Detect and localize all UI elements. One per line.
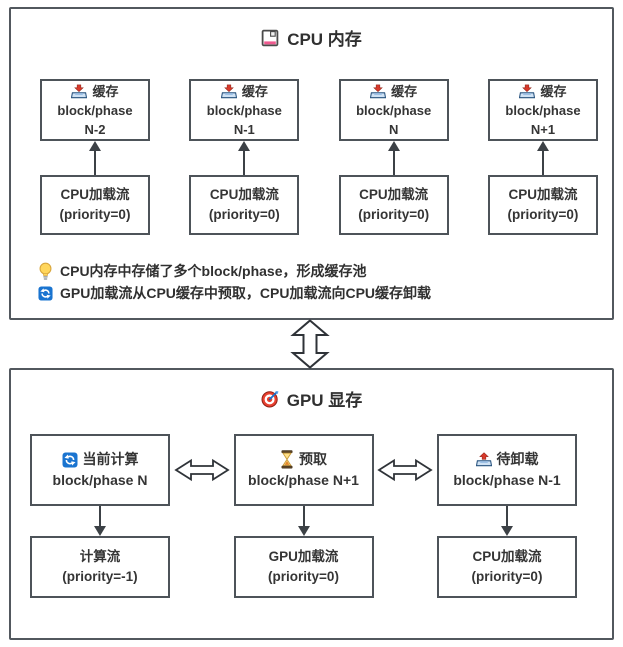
prefetch-box: 预取 block/phase N+1 bbox=[233, 434, 374, 506]
cache-box-label-line: 缓存 bbox=[370, 82, 417, 101]
cache-box-label-line: 缓存 bbox=[519, 82, 566, 101]
sync-icon bbox=[38, 285, 53, 301]
cpu-load-stream-box-3: CPU加载流 (priority=0) bbox=[338, 175, 449, 235]
floppy-disk-icon bbox=[261, 29, 279, 46]
gpu-panel-title-text: GPU 显存 bbox=[286, 391, 363, 410]
gpu-box-line2: block/phase N-1 bbox=[453, 472, 561, 488]
cache-label: 缓存 bbox=[241, 83, 268, 99]
dartboard-icon bbox=[261, 390, 279, 407]
cache-line3: N bbox=[388, 121, 399, 137]
double-arrow-icon bbox=[174, 458, 230, 482]
stream-line1: 计算流 bbox=[79, 549, 121, 564]
up-arrow bbox=[89, 141, 101, 175]
gpu-exchange-arrow-right bbox=[374, 458, 438, 482]
note-text: GPU加载流从CPU缓存中预取，CPU加载流向CPU缓存卸载 bbox=[60, 285, 432, 301]
note-cache-pool: CPU内存中存储了多个block/phase，形成缓存池 bbox=[38, 261, 612, 281]
gpu-column-current: 当前计算 block/phase N 计算流 (priority=-1) bbox=[30, 434, 170, 598]
stream-line2: (priority=0) bbox=[59, 207, 131, 222]
note-prefetch-offload: GPU加载流从CPU缓存中预取，CPU加载流向CPU缓存卸载 bbox=[38, 283, 612, 303]
stream-line1: CPU加载流 bbox=[60, 187, 130, 202]
gpu-box-label-line: 待卸载 bbox=[475, 449, 539, 470]
cache-label: 缓存 bbox=[92, 83, 119, 99]
cache-box-label-line: 缓存 bbox=[71, 82, 119, 101]
cache-line2: block/phase bbox=[356, 102, 432, 118]
cpu-load-stream-box: CPU加载流 (priority=0) bbox=[437, 536, 577, 598]
cache-line3: N-2 bbox=[84, 121, 106, 137]
gpu-box-label: 待卸载 bbox=[496, 451, 539, 467]
compute-stream-box: 计算流 (priority=-1) bbox=[30, 536, 170, 598]
note-text: CPU内存中存储了多个block/phase，形成缓存池 bbox=[60, 263, 367, 279]
cache-line2: block/phase bbox=[57, 102, 133, 118]
cpu-columns-row: 缓存 block/phase N-2 CPU加载流 (priority=0) bbox=[11, 79, 612, 235]
cpu-gpu-transfer-arrow bbox=[290, 319, 330, 369]
stream-line1: CPU加载流 bbox=[209, 187, 279, 202]
cache-line3: N+1 bbox=[530, 121, 556, 137]
stream-line2: (priority=0) bbox=[471, 569, 543, 584]
cache-box-n-plus-1: 缓存 block/phase N+1 bbox=[487, 79, 598, 141]
down-arrow bbox=[501, 506, 513, 536]
sync-icon bbox=[62, 452, 77, 467]
gpu-panel-title: GPU 显存 bbox=[11, 386, 612, 411]
gpu-box-label: 当前计算 bbox=[82, 451, 139, 467]
cache-line3: N-1 bbox=[233, 121, 255, 137]
inbox-tray-icon bbox=[370, 84, 387, 98]
outbox-tray-icon bbox=[475, 452, 492, 467]
inbox-tray-icon bbox=[71, 84, 88, 98]
gpu-columns-row: 当前计算 block/phase N 计算流 (priority=-1) bbox=[11, 434, 612, 598]
stream-line2: (priority=0) bbox=[268, 569, 339, 584]
cpu-load-stream-box-1: CPU加载流 (priority=0) bbox=[40, 175, 150, 235]
cpu-load-stream-box-2: CPU加载流 (priority=0) bbox=[189, 175, 300, 235]
up-arrow bbox=[238, 141, 251, 175]
gpu-column-unload: 待卸载 block/phase N-1 CPU加载流 (priority=0) bbox=[437, 434, 577, 598]
cache-box-n: 缓存 block/phase N bbox=[338, 79, 449, 141]
inbox-tray-icon bbox=[519, 84, 536, 98]
down-arrow bbox=[94, 506, 106, 536]
stream-line2: (priority=0) bbox=[358, 207, 430, 222]
gpu-box-line2: block/phase N+1 bbox=[248, 472, 359, 488]
gpu-box-line2: block/phase N bbox=[52, 472, 148, 488]
gpu-box-label: 预取 bbox=[299, 451, 327, 467]
gpu-box-label-line: 预取 bbox=[280, 449, 327, 470]
gpu-memory-panel: GPU 显存 当前计算 block/phase N bbox=[9, 368, 614, 640]
cache-box-label-line: 缓存 bbox=[220, 82, 268, 101]
cpu-column-1: 缓存 block/phase N-2 CPU加载流 (priority=0) bbox=[40, 79, 150, 235]
double-arrow-icon bbox=[377, 458, 433, 482]
current-compute-box: 当前计算 block/phase N bbox=[30, 434, 170, 506]
gpu-load-stream-box: GPU加载流 (priority=0) bbox=[233, 536, 374, 598]
hourglass-icon bbox=[281, 450, 293, 469]
cpu-load-stream-box-4: CPU加载流 (priority=0) bbox=[487, 175, 598, 235]
gpu-box-label-line: 当前计算 bbox=[62, 449, 139, 470]
up-arrow bbox=[387, 141, 400, 175]
cache-line2: block/phase bbox=[505, 102, 581, 118]
cpu-memory-panel: CPU 内存 缓存 block/phase N-2 CPU加载流 ( bbox=[9, 7, 614, 320]
cache-label: 缓存 bbox=[540, 83, 567, 99]
cpu-column-3: 缓存 block/phase N CPU加载流 (priority=0) bbox=[338, 79, 449, 235]
up-arrow bbox=[536, 141, 549, 175]
cpu-panel-title: CPU 内存 bbox=[11, 25, 612, 50]
to-unload-box: 待卸载 block/phase N-1 bbox=[437, 434, 577, 506]
cpu-panel-title-text: CPU 内存 bbox=[287, 30, 362, 49]
stream-line1: GPU加载流 bbox=[268, 549, 339, 564]
stream-line1: CPU加载流 bbox=[472, 549, 542, 564]
cache-line2: block/phase bbox=[206, 102, 282, 118]
light-bulb-icon bbox=[39, 262, 52, 280]
gpu-exchange-arrow-left bbox=[170, 458, 234, 482]
stream-line2: (priority=0) bbox=[208, 207, 280, 222]
cpu-notes: CPU内存中存储了多个block/phase，形成缓存池 GPU加载流从CPU缓… bbox=[38, 261, 612, 303]
down-arrow bbox=[297, 506, 310, 536]
stream-line2: (priority=-1) bbox=[62, 569, 138, 584]
inbox-tray-icon bbox=[220, 84, 237, 98]
cpu-column-2: 缓存 block/phase N-1 CPU加载流 (priority=0) bbox=[189, 79, 300, 235]
cache-box-n-2: 缓存 block/phase N-2 bbox=[40, 79, 150, 141]
cache-label: 缓存 bbox=[391, 83, 418, 99]
cpu-column-4: 缓存 block/phase N+1 CPU加载流 (priority=0) bbox=[487, 79, 598, 235]
stream-line2: (priority=0) bbox=[507, 207, 579, 222]
stream-line1: CPU加载流 bbox=[359, 187, 429, 202]
cache-box-n-1: 缓存 block/phase N-1 bbox=[189, 79, 300, 141]
stream-line1: CPU加载流 bbox=[508, 187, 578, 202]
gpu-column-prefetch: 预取 block/phase N+1 GPU加载流 (priority=0) bbox=[233, 434, 374, 598]
